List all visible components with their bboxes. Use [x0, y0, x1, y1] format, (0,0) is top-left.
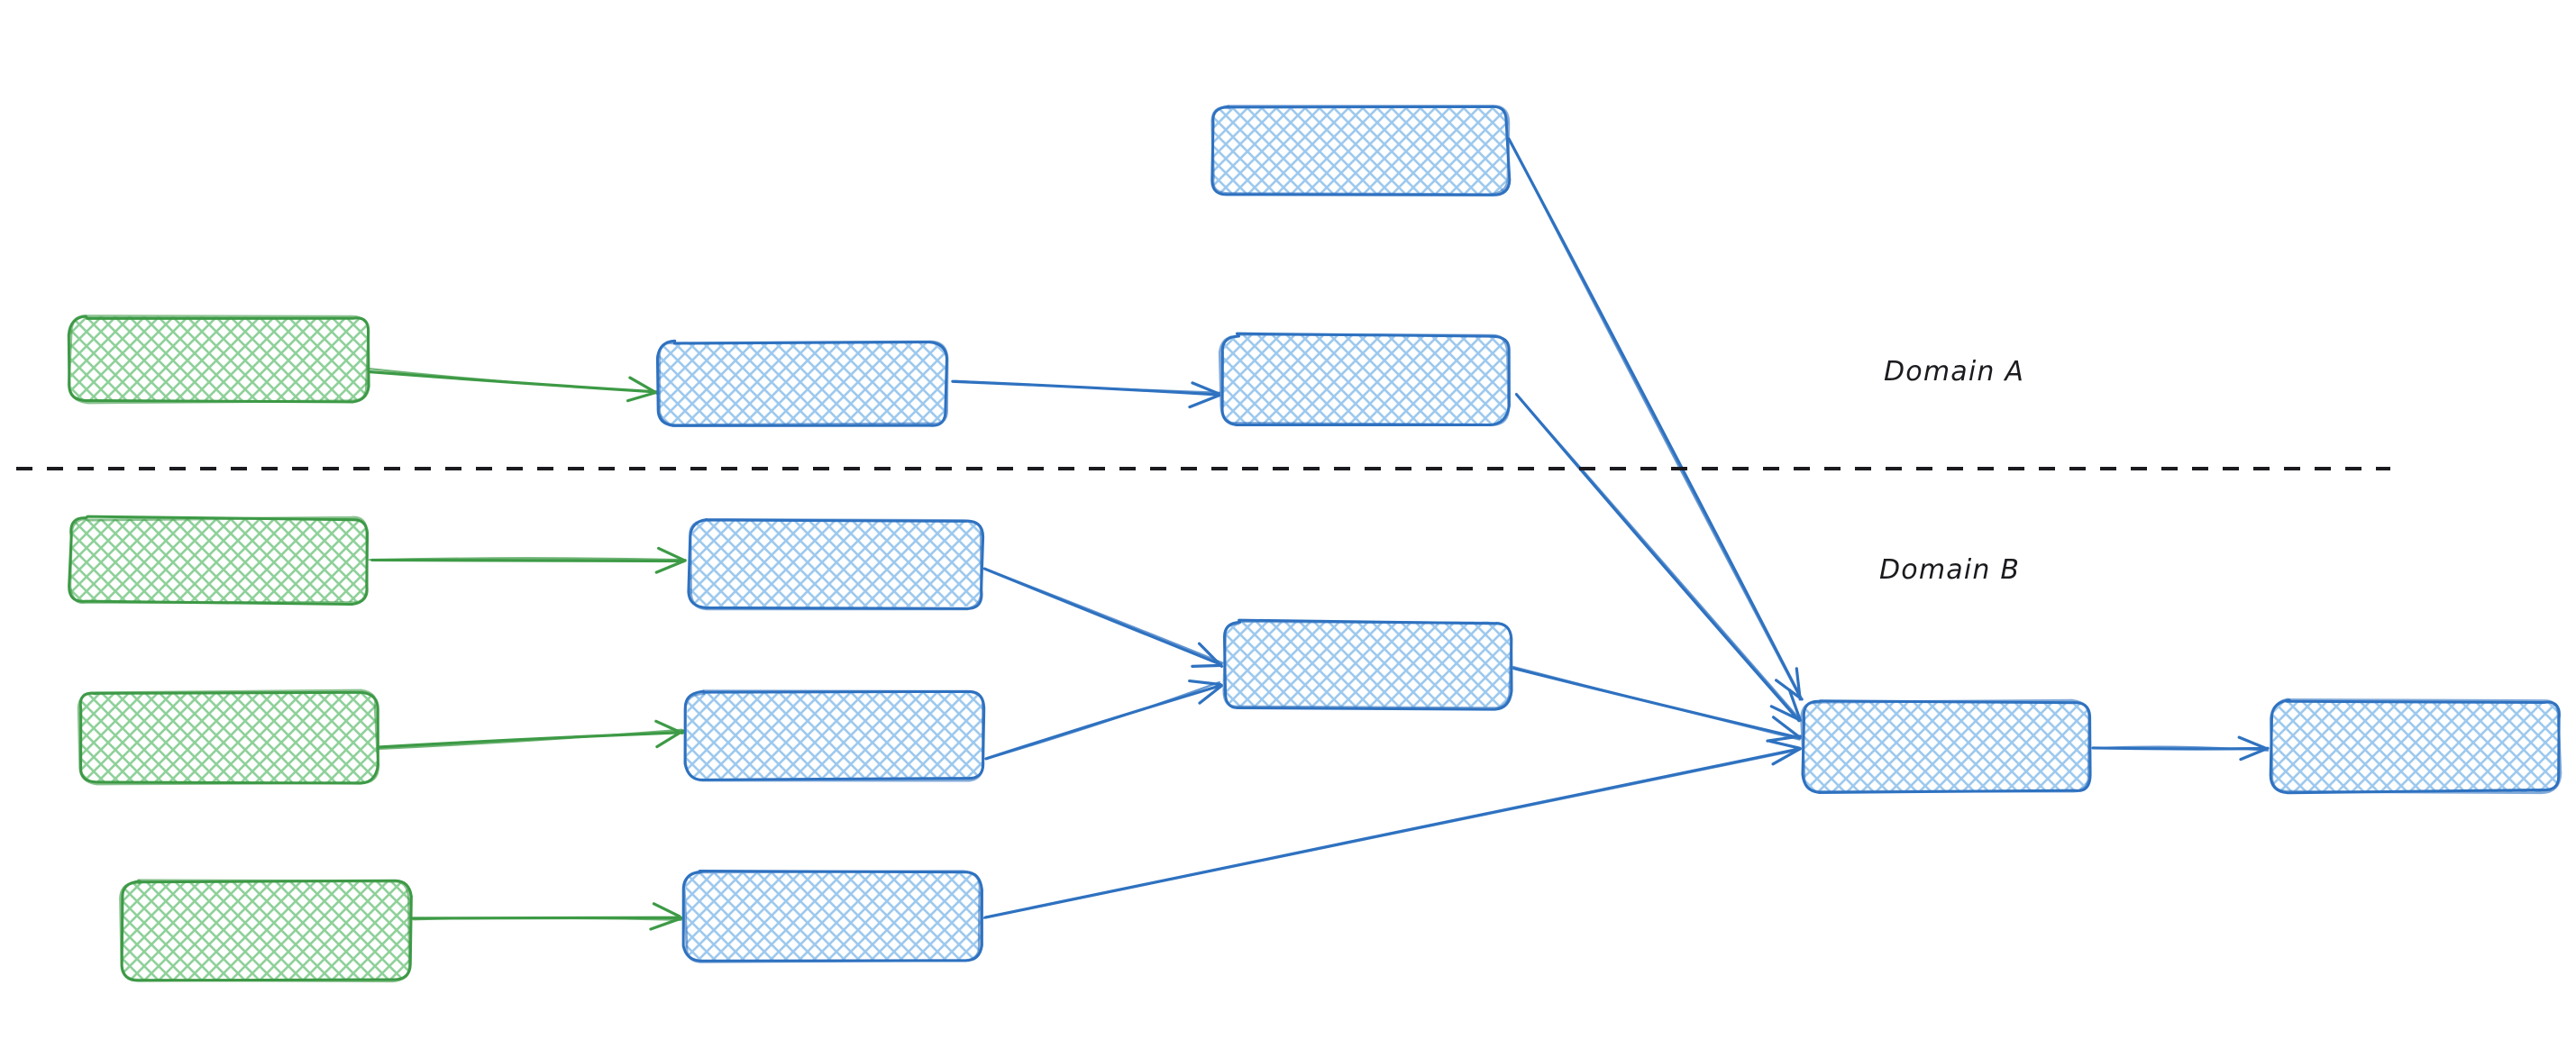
edge-a-green-to-a-blue-1 — [368, 368, 660, 403]
edge-b-green-2-to-b-blue-2 — [377, 719, 686, 751]
edge-b-green-3-to-b-blue-3 — [411, 902, 683, 931]
edge-b-blue-mid-to-b-blue-merge — [1512, 665, 1802, 743]
node-b-blue-3[interactable] — [681, 869, 983, 963]
edge-a-blue-1-to-a-blue-2 — [951, 379, 1221, 409]
edges-layer — [368, 137, 2270, 931]
node-b-blue-1[interactable] — [687, 517, 985, 611]
edge-b-blue-2-to-b-blue-mid — [984, 679, 1223, 761]
node-b-green-1[interactable] — [68, 515, 370, 606]
node-b-blue-final[interactable] — [2269, 698, 2562, 795]
node-b-blue-merge[interactable] — [1800, 698, 2092, 794]
node-b-green-3[interactable] — [119, 879, 413, 983]
node-a-blue-1[interactable] — [655, 339, 949, 427]
node-b-blue-2[interactable] — [683, 689, 986, 782]
edge-a-top-blue-to-b-blue-merge — [1507, 137, 1804, 701]
node-a-blue-2[interactable] — [1218, 332, 1511, 426]
edge-b-blue-1-to-b-blue-mid — [982, 567, 1224, 668]
nodes-layer — [67, 105, 2562, 983]
node-a-top-blue[interactable] — [1210, 105, 1512, 196]
edge-b-green-1-to-b-blue-1 — [368, 546, 687, 574]
node-a-green[interactable] — [67, 315, 370, 405]
edge-b-blue-3-to-b-blue-merge — [982, 739, 1802, 919]
domain-label-a: Domain A — [1884, 356, 2025, 388]
edge-b-blue-merge-to-b-blue-final — [2091, 735, 2270, 762]
edge-a-blue-2-to-b-blue-merge — [1514, 392, 1802, 723]
node-b-green-2[interactable] — [77, 689, 380, 786]
domain-label-b: Domain B — [1879, 554, 2021, 586]
node-b-blue-mid[interactable] — [1222, 618, 1513, 711]
